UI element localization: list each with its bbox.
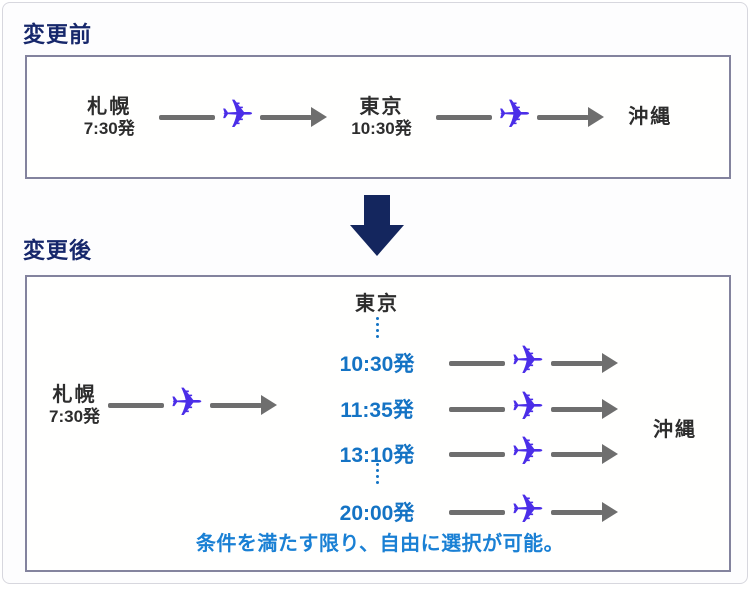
- after-origin-group: 札幌 7:30発 ✈: [49, 381, 277, 429]
- route-arrow: [209, 395, 277, 415]
- flight-connector: ✈: [449, 384, 618, 430]
- after-via-city-label: 東京: [355, 293, 399, 315]
- route-arrow: [260, 107, 328, 127]
- route-line: [449, 406, 505, 412]
- station-tokyo: 東京 10:30発: [351, 95, 411, 139]
- station-city-name: 沖縄: [628, 106, 673, 128]
- option-time: 20:00発: [339, 502, 415, 525]
- flight-connector: ✈: [449, 429, 618, 475]
- route-arrow: [550, 502, 618, 522]
- before-route-box: 札幌 7:30発 ✈ 東京 10:30発 ✈: [25, 55, 731, 179]
- airplane-icon: ✈: [497, 92, 532, 138]
- before-route-row: 札幌 7:30発 ✈ 東京 10:30発 ✈: [27, 57, 729, 177]
- departure-option-row: 10:30発 ✈: [327, 338, 618, 384]
- airplane-icon: ✈: [511, 429, 545, 475]
- route-line: [550, 509, 603, 515]
- section-label-before: 変更前: [23, 22, 93, 47]
- route-arrow: [550, 353, 618, 373]
- option-time: 13:10発: [339, 444, 415, 467]
- diagram-card: 変更前 札幌 7:30発 ✈ 東京 10:30発: [2, 2, 748, 584]
- route-line: [537, 114, 590, 120]
- flight-connector: ✈: [108, 380, 277, 426]
- airplane-icon: ✈: [170, 380, 204, 426]
- route-line: [550, 360, 603, 366]
- after-route-box: 札幌 7:30発 ✈ 東京 10:30発: [25, 275, 731, 572]
- airplane-icon: ✈: [511, 487, 545, 533]
- arrowhead-icon: [601, 353, 618, 373]
- route-line: [260, 114, 313, 120]
- section-label-after: 変更後: [23, 238, 93, 263]
- station-okinawa: 沖縄: [628, 105, 672, 129]
- airplane-icon: ✈: [511, 338, 545, 384]
- arrowhead-icon: [601, 502, 618, 522]
- route-line: [449, 509, 505, 515]
- flight-connector: ✈: [435, 92, 605, 138]
- arrowhead-icon: [588, 107, 605, 127]
- arrowhead-icon: [601, 399, 618, 419]
- option-time: 10:30発: [339, 353, 415, 376]
- arrowhead-icon: [260, 395, 277, 415]
- arrowhead-icon: [311, 107, 328, 127]
- ellipsis-dots: [327, 317, 427, 338]
- station-city-name: 札幌: [52, 383, 97, 406]
- route-arrow: [537, 107, 605, 127]
- station-sapporo: 札幌 7:30発: [84, 95, 135, 139]
- route-arrow: [550, 444, 618, 464]
- station-city-name: 東京: [359, 95, 404, 118]
- route-line: [449, 360, 505, 366]
- departure-option-row: 11:35発 ✈: [327, 384, 618, 430]
- airplane-icon: ✈: [220, 92, 255, 138]
- route-line: [108, 402, 165, 408]
- route-line: [158, 114, 215, 120]
- after-destination-label: 沖縄: [653, 419, 697, 441]
- flight-connector: ✈: [449, 338, 618, 384]
- arrowhead-icon: [601, 444, 618, 464]
- departure-option-row: 20:00発 ✈: [327, 487, 618, 533]
- route-arrow: [550, 399, 618, 419]
- station-departure-time: 7:30発: [83, 118, 135, 138]
- flight-connector: ✈: [158, 92, 328, 138]
- departure-option-row: 13:10発 ✈: [327, 429, 618, 475]
- route-line: [449, 451, 505, 457]
- route-line: [550, 406, 603, 412]
- selection-caption: 条件を満たす限り、自由に選択が可能。: [195, 533, 565, 555]
- route-line: [209, 402, 262, 408]
- route-line: [550, 451, 603, 457]
- station-departure-time: 10:30発: [351, 118, 412, 138]
- airplane-icon: ✈: [511, 384, 545, 430]
- option-time: 11:35発: [340, 399, 414, 422]
- station-departure-time: 7:30発: [49, 406, 101, 426]
- station-sapporo: 札幌 7:30発: [49, 383, 100, 427]
- ellipsis-dots: [327, 463, 427, 484]
- down-arrow-icon: [350, 195, 404, 256]
- station-city-name: 札幌: [87, 95, 132, 118]
- flight-connector: ✈: [449, 487, 618, 533]
- route-line: [435, 114, 492, 120]
